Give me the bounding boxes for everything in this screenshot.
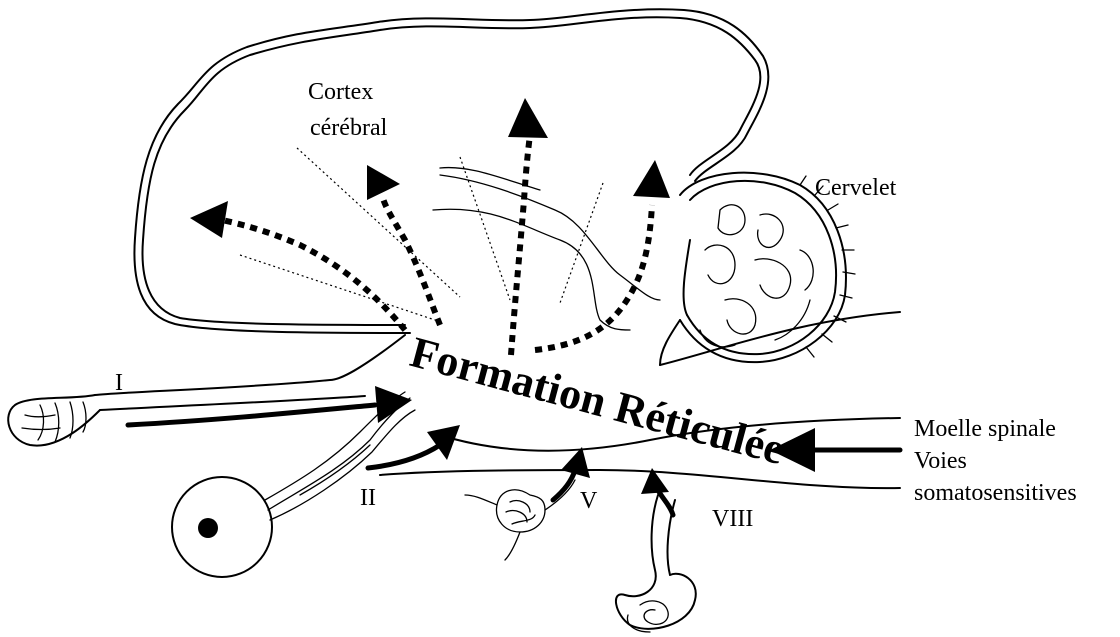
- projection-arrow-cortex: [382, 195, 440, 325]
- projection-arrowhead-up: [508, 98, 548, 138]
- olfactory-bulb: [8, 395, 100, 446]
- label-somatosensitives: somatosensitives: [914, 480, 1077, 506]
- inner-ear: [616, 495, 696, 632]
- afferent-arrow-II: [368, 445, 440, 468]
- afferent-arrow-VIII: [658, 490, 673, 515]
- cerebellum: [660, 173, 855, 365]
- projection-arrow-left: [222, 220, 405, 330]
- label-nerve-I: I: [115, 370, 123, 396]
- label-moelle-spinale: Moelle spinale: [914, 416, 1056, 442]
- afferent-arrows: [128, 386, 900, 515]
- label-nerve-V: V: [580, 488, 598, 514]
- cortical-division-lines: [240, 148, 603, 320]
- label-cortex-line2: cérébral: [310, 115, 388, 141]
- projection-arrowhead-cortex: [367, 165, 400, 200]
- label-formation-reticulee: Formation Réticulée: [405, 327, 789, 474]
- afferent-arrow-I: [128, 405, 375, 425]
- label-nerve-II: II: [360, 485, 376, 511]
- label-nerve-VIII: VIII: [712, 506, 753, 532]
- internal-structures: [433, 168, 660, 330]
- projection-arrowhead-left: [190, 201, 228, 238]
- label-cortex-line1: Cortex: [308, 79, 373, 105]
- label-voies: Voies: [914, 448, 967, 474]
- label-cervelet: Cervelet: [815, 175, 897, 201]
- projection-arrowhead-right: [633, 160, 670, 198]
- projection-arrow-right: [535, 205, 652, 350]
- afferent-arrowhead-V: [561, 447, 590, 478]
- projection-arrow-up: [511, 135, 530, 355]
- afferent-arrowhead-I: [375, 386, 412, 423]
- cerebrum-outline: [134, 9, 768, 333]
- afferent-arrowhead-II: [427, 425, 460, 460]
